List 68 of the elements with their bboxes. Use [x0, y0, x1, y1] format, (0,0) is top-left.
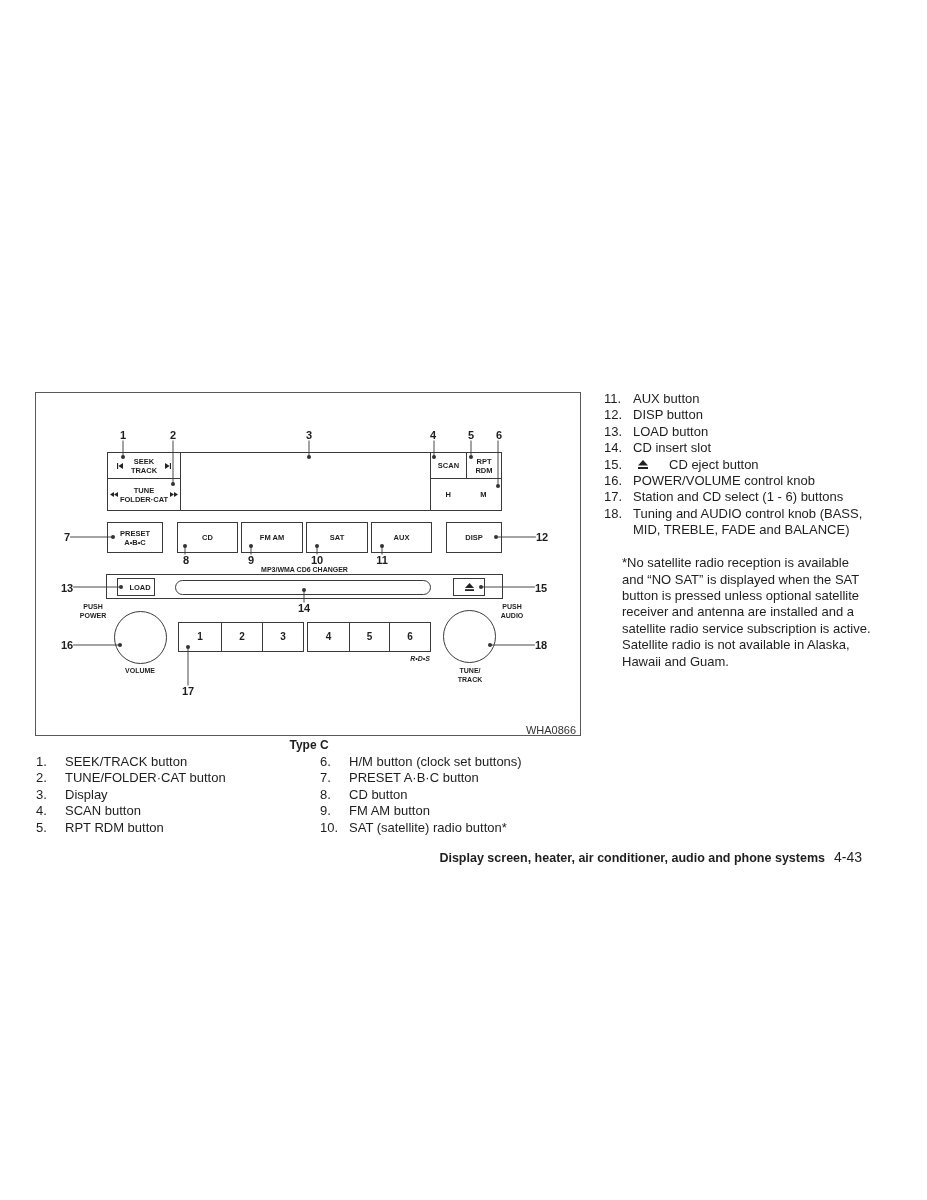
list-number: 13.	[604, 423, 623, 441]
list-number: 3.	[36, 786, 47, 804]
list-item-text: SEEK/TRACK button	[65, 754, 188, 771]
list-item-text: POWER/VOLUME control knob	[633, 473, 816, 490]
list-number: 10.	[320, 819, 339, 837]
list-item-text: Tuning and AUDIO control knob (BASS, MID, TREBLE, FADE and BALANCE)	[633, 505, 864, 539]
callout-number: 6	[495, 429, 503, 441]
callout-number: 11	[376, 554, 388, 566]
list-number: 11.	[604, 391, 622, 408]
callout-number: 12	[535, 531, 549, 543]
list-number: 1.	[36, 754, 47, 771]
list-item-text: LOAD button	[633, 423, 709, 441]
list-item-text: CD insert slot	[633, 440, 712, 457]
callout-number: 2	[169, 429, 177, 441]
footnote: *No satellite radio reception is available and “NO SAT” is displayed when the SAT button is pressed unless optional satellite receiver and antenna are installed and a satellite radio service subscription is active. Satellite radio is not available in Alaska, Hawaii and Guam.	[622, 555, 872, 670]
callout-number: 15	[534, 582, 548, 594]
station-button: 3	[262, 622, 304, 652]
list-number: 14.	[604, 440, 623, 457]
list-number: 15.	[604, 456, 623, 474]
list-number: 16.	[604, 473, 623, 490]
list-number: 8.	[320, 786, 331, 804]
list-number: 2.	[36, 770, 47, 787]
callout-number: 10	[310, 554, 324, 566]
list-number: 9.	[320, 803, 331, 820]
station-button: 5	[349, 622, 390, 652]
callout-number: 9	[247, 554, 255, 566]
list-item-text: RPT RDM button	[65, 819, 164, 837]
list-number: 17.	[604, 489, 623, 506]
callout-number: 3	[305, 429, 313, 441]
page-number: 4-43	[833, 849, 862, 865]
list-item-text: H/M button (clock set buttons)	[349, 754, 522, 771]
list-number: 6.	[320, 754, 331, 771]
list-item-text: Station and CD select (1 - 6) buttons	[633, 489, 844, 506]
eject-button	[453, 578, 485, 596]
list-item-text: CD button	[349, 786, 408, 804]
callout-number: 17	[181, 685, 195, 697]
page-footer-title: Display screen, heater, air conditioner, audio and phone systems	[439, 851, 825, 865]
display-screen	[180, 452, 431, 511]
callout-number: 18	[534, 639, 548, 651]
list-number: 4.	[36, 803, 47, 820]
list-item-text: SCAN button	[65, 803, 141, 820]
station-button: 4	[307, 622, 350, 652]
list-item-text: TUNE/FOLDER·CAT button	[65, 770, 226, 787]
callout-number: 14	[297, 602, 311, 614]
list-item-text: CD eject button	[669, 456, 759, 474]
cd-changer-panel	[106, 566, 503, 599]
callout-number: 1	[119, 429, 127, 441]
station-button: 6	[389, 622, 431, 652]
list-item-text: PRESET A·B·C button	[349, 770, 479, 787]
callout-number: 8	[182, 554, 190, 566]
list-number: 18.	[604, 505, 623, 523]
callout-number: 16	[60, 639, 74, 651]
figure-code: WHA0866	[525, 724, 577, 736]
list-item-text: FM AM button	[349, 803, 430, 820]
list-number: 5.	[36, 819, 47, 837]
station-button: 2	[221, 622, 263, 652]
figure-caption: Type C	[289, 738, 329, 752]
callout-number: 5	[467, 429, 475, 441]
list-number: 7.	[320, 770, 331, 787]
list-number: 12.	[604, 407, 623, 424]
list-item-text: SAT (satellite) radio button*	[349, 819, 507, 837]
list-item-text: DISP button	[633, 407, 703, 424]
callout-number: 4	[429, 429, 437, 441]
station-button: 1	[178, 622, 222, 652]
list-item-text: AUX button	[633, 391, 700, 408]
callout-number: 13	[60, 582, 74, 594]
list-item-text: Display	[65, 786, 108, 804]
callout-number: 7	[63, 531, 71, 543]
